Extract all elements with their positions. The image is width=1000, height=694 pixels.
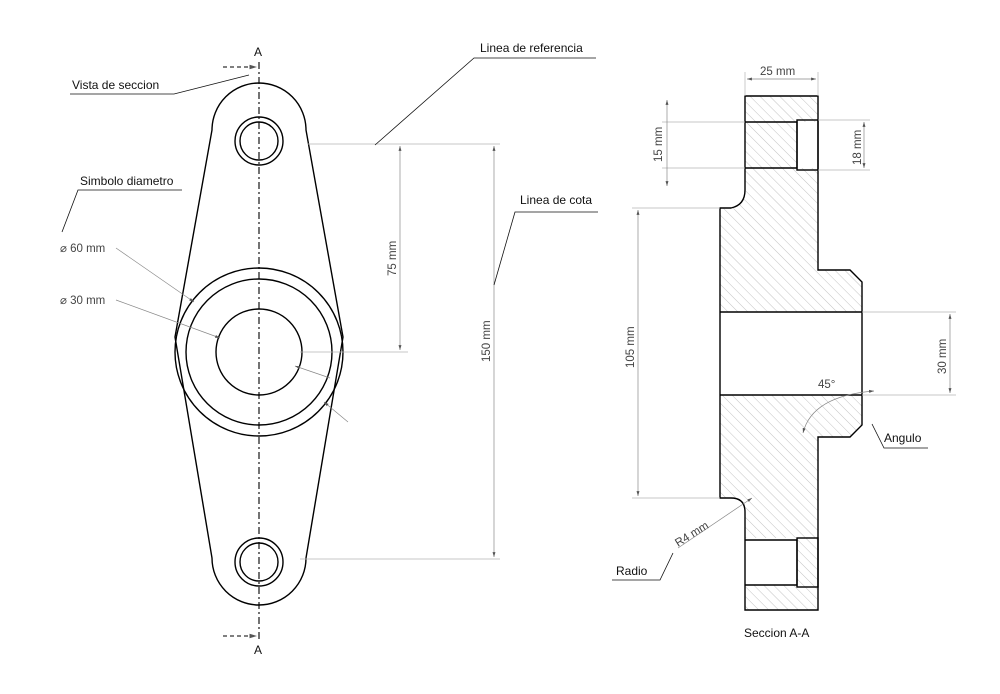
- dim-width: 25 mm: [760, 66, 795, 78]
- front-view: A A Vista de seccion Simbolo diametro ⌀ …: [60, 41, 598, 657]
- leader-dimension-line: [493, 211, 598, 286]
- dim-overall-length: 150 mm: [481, 320, 493, 362]
- section-hatch-lower: [745, 538, 818, 610]
- leader-diameter-symbol: [61, 189, 182, 233]
- leader-reference-line: [374, 57, 596, 146]
- dim-arc-chamfer-angle: [802, 389, 875, 434]
- leader-inner-diameter-far: [294, 365, 331, 379]
- dim-bore: 30 mm: [937, 339, 949, 374]
- section-mark-top: A: [254, 45, 262, 59]
- section-view: 25 mm 15 mm 18 mm 105 mm 30 mm 45° Angul…: [612, 66, 956, 640]
- leader-radius: [612, 552, 674, 581]
- dim-boss-height: 105 mm: [625, 326, 637, 368]
- leader-angle: [871, 423, 928, 449]
- bottom-counterbore-section: [796, 537, 819, 588]
- callout-angle: Angulo: [884, 431, 922, 445]
- section-hatch-lower-body: [720, 395, 862, 538]
- dim-counterbore-diameter: 18 mm: [852, 130, 864, 165]
- dim-inner-diameter: ⌀ 30 mm: [60, 295, 105, 307]
- callout-reference-line: Linea de referencia: [480, 41, 583, 55]
- flange-outline: [174, 82, 344, 606]
- leader-outer-diameter-far: [323, 401, 349, 423]
- top-counterbore-section: [796, 119, 819, 171]
- callout-dimension-line: Linea de cota: [520, 193, 592, 207]
- section-mark-bottom: A: [254, 643, 262, 657]
- dim-outer-diameter: ⌀ 60 mm: [60, 243, 105, 255]
- section-caption: Seccion A-A: [744, 626, 809, 640]
- bottom-hole-section: [745, 539, 798, 586]
- leader-inner-diameter: [115, 299, 221, 339]
- leader-outer-diameter: [115, 247, 195, 303]
- dim-fillet-radius: R4 mm: [673, 520, 711, 550]
- leader-fillet-radius: [677, 497, 753, 549]
- leader-section-view: [70, 74, 250, 95]
- section-outline: [719, 95, 863, 611]
- section-hatch-upper: [745, 96, 818, 168]
- dim-chamfer-angle: 45°: [818, 379, 835, 391]
- dim-hole-spacing: 75 mm: [387, 241, 399, 276]
- callout-radius: Radio: [616, 564, 648, 578]
- dim-counterbore-depth: 15 mm: [653, 127, 665, 162]
- callout-diameter-symbol: Simbolo diametro: [80, 174, 174, 188]
- callout-section-view: Vista de seccion: [72, 78, 159, 92]
- section-hatch-upper-body: [720, 168, 862, 312]
